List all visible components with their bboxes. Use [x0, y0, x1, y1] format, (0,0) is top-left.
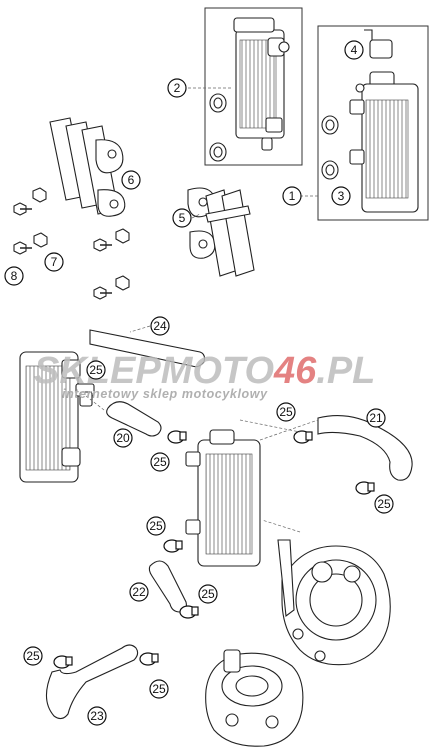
callout-23: 23: [87, 706, 107, 726]
hose-clamps: [53, 430, 375, 669]
engine-crankcase: [277, 539, 391, 666]
callout-21: 21: [366, 408, 386, 428]
svg-text:25: 25: [152, 682, 166, 696]
watermark-brand-moto: MOTO: [161, 350, 274, 392]
radiator-kit-box-right: [317, 25, 429, 221]
callout-8: 8: [4, 266, 24, 286]
svg-text:25: 25: [377, 497, 391, 511]
callout-20: 20: [113, 428, 133, 448]
radiator-kit-box-left: [204, 7, 303, 166]
svg-text:5: 5: [179, 211, 186, 225]
svg-text:20: 20: [116, 431, 130, 445]
callout-5: 5: [172, 208, 192, 228]
svg-text:25: 25: [149, 519, 163, 533]
callout-2: 2: [167, 78, 187, 98]
svg-text:1: 1: [289, 189, 296, 203]
svg-text:25: 25: [89, 363, 103, 377]
watermark-tagline: internetowy sklep motocyklowy: [62, 387, 268, 401]
callout-25-h: 25: [149, 679, 169, 699]
svg-text:SKLEPMOTO46.PL: SKLEPMOTO46.PL: [34, 350, 375, 392]
svg-text:6: 6: [128, 173, 135, 187]
callout-25-e: 25: [146, 516, 166, 536]
svg-text:24: 24: [153, 319, 167, 333]
svg-text:7: 7: [51, 255, 58, 269]
callouts: 2 4 1 3 6 5 7 8 24 25 20 25 25 21 25 25 …: [4, 40, 394, 726]
watermark-brand-pl: .PL: [316, 350, 375, 392]
engine-cylinder: [205, 649, 304, 747]
callout-25-a: 25: [86, 360, 106, 380]
svg-text:25: 25: [26, 649, 40, 663]
watermark: SKLEPMOTO46.PL internetowy sklep motocyk…: [34, 350, 375, 401]
radiator-guard-right: [187, 187, 255, 277]
callout-25-c: 25: [276, 402, 296, 422]
callout-25-f: 25: [198, 584, 218, 604]
callout-1: 1: [282, 186, 302, 206]
hoses: [45, 329, 413, 720]
main-radiator-left: [19, 351, 95, 483]
svg-text:8: 8: [11, 269, 18, 283]
callout-25-g: 25: [23, 646, 43, 666]
svg-text:21: 21: [369, 411, 383, 425]
callout-24: 24: [150, 316, 170, 336]
callout-22: 22: [129, 582, 149, 602]
svg-text:25: 25: [279, 405, 293, 419]
callout-6: 6: [121, 170, 141, 190]
svg-text:25: 25: [201, 587, 215, 601]
callout-7: 7: [44, 252, 64, 272]
leader-lines: [85, 87, 319, 533]
watermark-brand-46: 46: [273, 350, 317, 392]
svg-text:22: 22: [132, 585, 146, 599]
svg-text:4: 4: [351, 43, 358, 57]
callout-4: 4: [344, 40, 364, 60]
svg-text:3: 3: [338, 189, 345, 203]
bolts-and-nuts: [13, 187, 130, 300]
radiator-guard-left: [49, 117, 126, 217]
callout-25-d: 25: [374, 494, 394, 514]
callout-25-b: 25: [150, 452, 170, 472]
svg-text:23: 23: [90, 709, 104, 723]
svg-text:25: 25: [153, 455, 167, 469]
callout-3: 3: [331, 186, 351, 206]
svg-text:2: 2: [174, 81, 181, 95]
main-radiator-right: [185, 429, 261, 567]
